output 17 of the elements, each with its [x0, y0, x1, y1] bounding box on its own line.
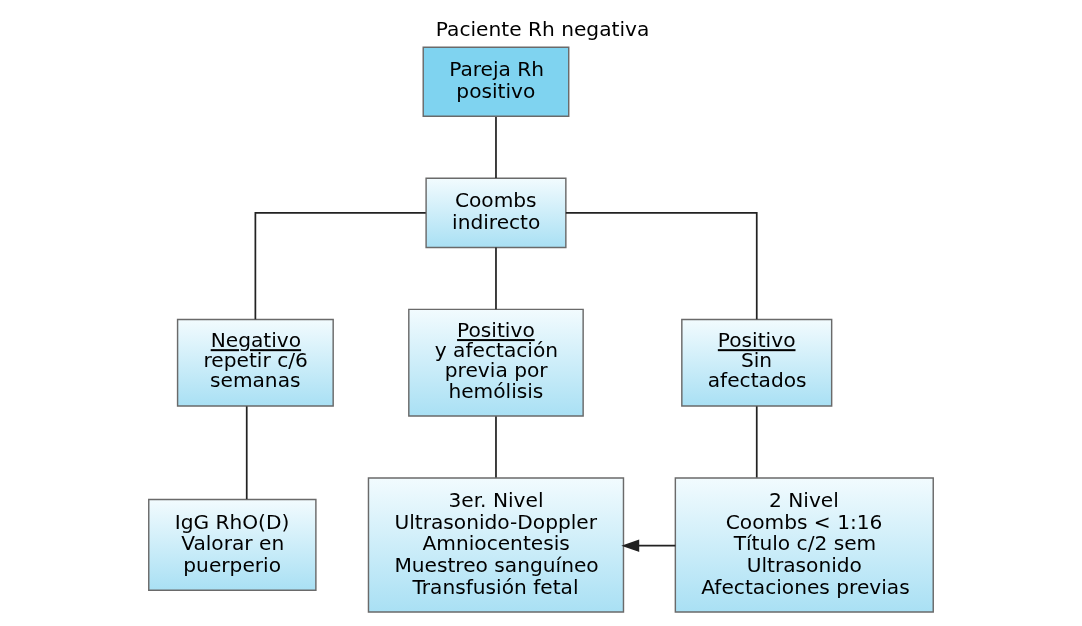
- node-box: Negativo repetir c/6 semanas: [176, 318, 334, 407]
- arrow: [621, 539, 677, 552]
- node-box: Pareja Rh positivo: [422, 46, 570, 118]
- connector: [245, 405, 248, 500]
- connector: [755, 405, 758, 479]
- diagram-title: Paciente Rh negativa: [435, 16, 650, 41]
- connector: [495, 415, 497, 479]
- node-box: 2 Nivel Coombs < 1:16 Título c/2 sem Ultrasonido Afectaciones previas: [674, 477, 934, 613]
- node-box: Coombs indirecto: [425, 177, 567, 249]
- connector: [495, 246, 497, 311]
- node-box: IgG RhO(D) Valorar en puerperio: [148, 498, 317, 592]
- node-box: 3er. Nivel Ultrasonido-Doppler Amniocentesis Muestreo sanguíneo Transfusión fetal: [367, 477, 625, 613]
- connector: [254, 212, 427, 321]
- connector: [565, 212, 758, 321]
- node-box: Positivo Sin afectados: [681, 318, 833, 407]
- node-box: Positivo y afectación previa por hemólisis: [408, 308, 584, 417]
- connector: [495, 116, 497, 179]
